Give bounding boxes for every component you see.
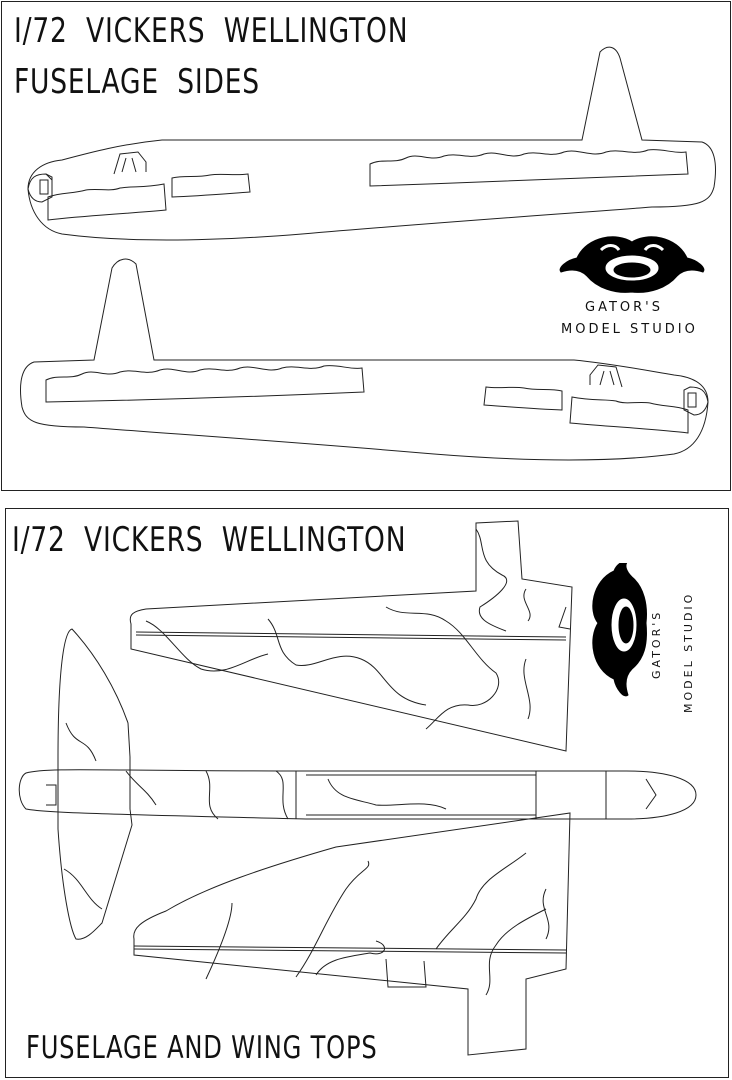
fuselage-side-left-outline [27,46,716,241]
gators-logo-rotated: GATOR'S MODEL STUDIO [578,539,718,719]
logo-line2: MODEL STUDIO [561,322,698,337]
window-strip-5 [483,386,563,411]
lower-wing-outline [133,812,571,1056]
logo-line2-rotated: MODEL STUDIO [682,591,695,713]
tail-nose-turret [683,386,709,416]
window-strip-1 [47,183,167,221]
window-strip-4 [569,396,689,434]
fuselage-top-outline [18,769,697,820]
upper-wing-outline [129,520,573,752]
logo-line1: GATOR'S [585,300,663,315]
gators-logo: GATOR'S MODEL STUDIO [557,228,707,337]
cockpit-canopy [113,151,147,175]
cockpit-canopy-2 [589,364,623,388]
tailplane-outline [57,628,133,940]
sheet-title-2: I/72 VICKERS WELLINGTON [12,520,407,560]
window-strip-3 [369,149,689,187]
fuselage-sides-sheet: I/72 VICKERS WELLINGTON FUSELAGE SIDES G… [1,1,731,491]
logo-line1-rotated: GATOR'S [650,609,663,679]
sheet-caption: FUSELAGE AND WING TOPS [26,1030,378,1066]
gator-head-icon-rotated [592,563,647,697]
fuselage-side-right-outline [20,258,709,461]
sheet-title: I/72 VICKERS WELLINGTON [14,11,409,51]
gator-head-icon [559,236,705,293]
window-strip-2 [171,173,251,198]
wing-tops-drawing [18,520,697,1056]
fuselage-wing-tops-sheet: I/72 VICKERS WELLINGTON FUSELAGE AND WIN… [5,508,729,1078]
sheet-subtitle: FUSELAGE SIDES [14,62,260,102]
fuselage-sides-drawing [20,46,716,461]
window-strip-6 [45,365,365,403]
